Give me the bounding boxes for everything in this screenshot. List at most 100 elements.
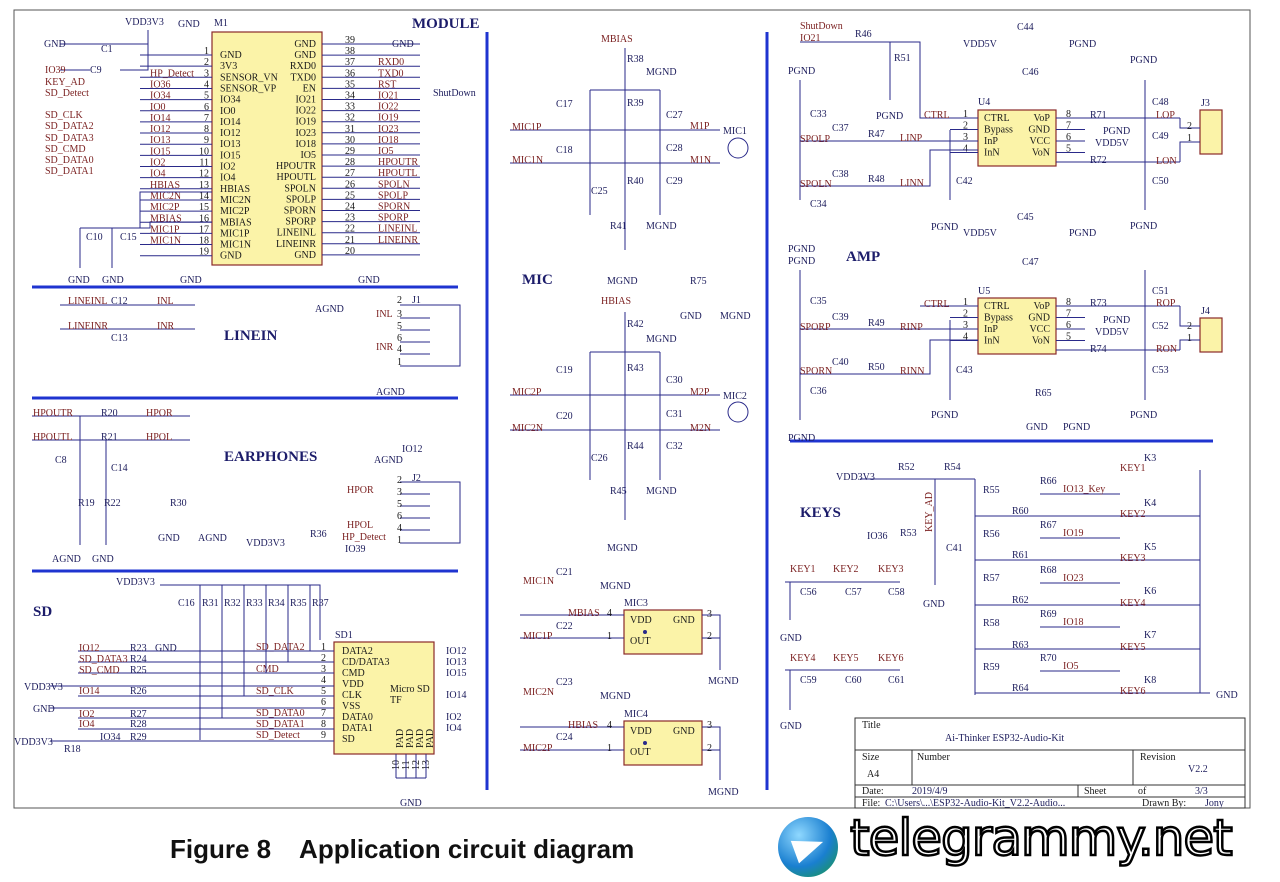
amp-label: IO21	[800, 33, 821, 44]
amp-label: C46	[1022, 67, 1039, 78]
sd-label: R27	[130, 709, 147, 720]
module-pin-number: 20	[345, 246, 355, 257]
mic-label: MGND	[708, 676, 739, 687]
amp-pin-number: 5	[1066, 144, 1071, 155]
mic-label: MGND	[646, 334, 677, 345]
module-pin-name: MIC2P	[220, 206, 250, 217]
module-pin-name: IO23	[295, 128, 316, 139]
module-pin-net: SPORP	[378, 213, 409, 224]
mic-label: 2	[707, 631, 712, 642]
mic-label: MGND	[646, 486, 677, 497]
amp-pin-number: 6	[1066, 320, 1071, 331]
module-label: VDD3V3	[125, 17, 164, 28]
module-pin-name: IO21	[295, 95, 316, 106]
sd-label: C16	[178, 598, 195, 609]
mic-label: C25	[591, 186, 608, 197]
earphones-label: 1	[397, 535, 402, 546]
module-label: C10	[86, 232, 103, 243]
amp-label: CTRL	[924, 110, 950, 121]
amp-label: RON	[1156, 344, 1177, 355]
keys-label: GND	[780, 633, 802, 644]
section-title-mic: MIC	[522, 272, 553, 288]
mic-label: C31	[666, 409, 683, 420]
mic-label: R45	[610, 486, 627, 497]
linein-label: 1	[397, 357, 402, 368]
sd-pin-number: 7	[321, 708, 326, 719]
mic-label: M2N	[690, 423, 711, 434]
amp-label: R51	[894, 53, 911, 64]
module-pin-net: LINEINR	[378, 235, 418, 246]
module-pin-number: 27	[345, 168, 355, 179]
earphones-label: R30	[170, 498, 187, 509]
sd-pin-net: SD_DATA2	[256, 642, 305, 653]
linein-label: INR	[157, 321, 175, 332]
module-pin-number: 15	[199, 202, 209, 213]
sd-label: R25	[130, 665, 147, 676]
module-pin-net: RST	[378, 79, 396, 90]
amp-label: PGND	[1103, 315, 1130, 326]
module-pin-name: GND	[220, 251, 242, 262]
keys-label: KEY6	[1120, 686, 1146, 697]
amp-pin-number: 1	[963, 109, 968, 120]
amp-label: C53	[1152, 365, 1169, 376]
keys-label: R53	[900, 528, 917, 539]
amp-label: ShutDown	[800, 21, 843, 32]
amp-label: R48	[868, 174, 885, 185]
amp-label: R65	[1035, 388, 1052, 399]
mic-label: M2P	[690, 387, 710, 398]
mic-label: C29	[666, 176, 683, 187]
module-pin-number: 21	[345, 235, 355, 246]
amp-label: R73	[1090, 298, 1107, 309]
mic-label: HBIAS	[568, 720, 598, 731]
section-title-amp: AMP	[846, 249, 880, 265]
amp-pin-number: 5	[1066, 332, 1071, 343]
drawn-by-value: Jony	[1205, 798, 1224, 809]
amp-label: PGND	[788, 256, 815, 267]
keys-label: R58	[983, 618, 1000, 629]
sd-pin-number: 6	[321, 697, 326, 708]
sd-label: IO2	[79, 709, 95, 720]
mic-label: MIC2P	[512, 387, 542, 398]
amp-label: C43	[956, 365, 973, 376]
linein-label: J1	[412, 295, 421, 306]
module-label: SD_DATA0	[45, 155, 94, 166]
sd-label: IO4	[79, 719, 95, 730]
module-pin-name: IO13	[220, 139, 241, 150]
paper-plane-icon	[790, 830, 828, 864]
amp-pin-name: Bypass	[984, 125, 1013, 136]
module-pin-number: 16	[199, 213, 209, 224]
earphones-label: IO12	[402, 444, 423, 455]
keys-label: KEY5	[833, 653, 859, 664]
amp-label: SPOLP	[800, 134, 830, 145]
watermark: telegrammy.net	[776, 808, 1276, 881]
amp-label: C48	[1152, 97, 1169, 108]
amp-label: LON	[1156, 156, 1177, 167]
amp-label: 2	[1187, 121, 1192, 132]
earphones-label: C8	[55, 455, 67, 466]
earphones-label: AGND	[52, 554, 81, 565]
amp-label: C44	[1017, 22, 1034, 33]
mic-label: 3	[707, 720, 712, 731]
mic-label: MIC3	[624, 598, 648, 609]
title-value: Ai-Thinker ESP32-Audio-Kit	[945, 733, 1064, 744]
keys-label: K8	[1144, 675, 1156, 686]
mic-label: OUT	[630, 636, 651, 647]
mic-label: MGND	[600, 581, 631, 592]
module-label: GND	[180, 275, 202, 286]
amp-pin-number: 6	[1066, 132, 1071, 143]
sd-label: IO14	[79, 686, 100, 697]
jack-j1	[400, 304, 461, 367]
module-pin-name: IO19	[295, 117, 316, 128]
mic-label: R41	[610, 221, 627, 232]
mic-label: 3	[707, 609, 712, 620]
amp-pin-number: 3	[963, 132, 968, 143]
sd-type-label2: TF	[390, 695, 402, 706]
module-pin-name: HBIAS	[220, 184, 250, 195]
sd-pin-number: 1	[321, 642, 326, 653]
module-pin-net: IO13	[150, 135, 171, 146]
amp-label: LOP	[1156, 110, 1175, 121]
module-label: GND	[68, 275, 90, 286]
sd-pin-number: 4	[321, 675, 326, 686]
amp-label: C40	[832, 357, 849, 368]
